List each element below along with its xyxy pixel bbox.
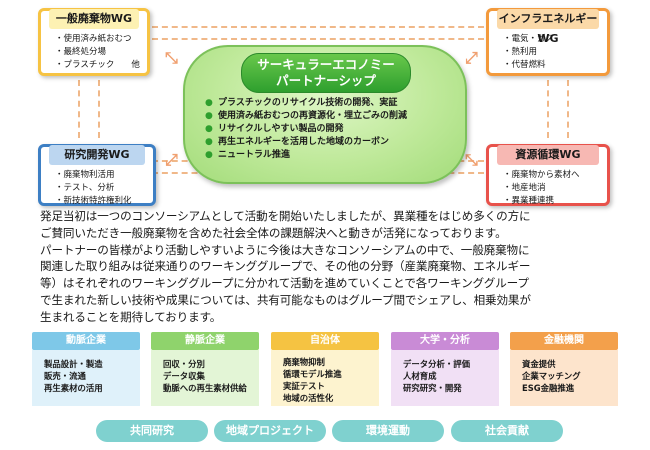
pill-environmental-movement: 環境運動 bbox=[332, 420, 444, 442]
category-university-head: 大学・分析 bbox=[391, 332, 499, 350]
arrow-diagonal-icon: ⤡ bbox=[165, 48, 178, 67]
list-item: ESG金融推進 bbox=[522, 383, 575, 393]
category-venous: 静脈企業 回収・分別 データ収集 動脈への再生素材供給 bbox=[151, 332, 259, 406]
list-item: 廃棄物から素材へ bbox=[503, 169, 580, 182]
list-item: 人材育成 bbox=[403, 371, 437, 381]
category-finance-head: 金融機関 bbox=[510, 332, 618, 350]
wg-resource-circulation-list: 廃棄物から素材へ 地産地消 異業種連携 bbox=[503, 169, 580, 208]
connector-left-1 bbox=[78, 80, 80, 138]
wg-general-waste-title: 一般廃棄物WG bbox=[49, 9, 139, 29]
paragraph-line: 生まれることを期待しております。 bbox=[40, 309, 222, 324]
partnership-title-banner: サーキュラーエコノミー パートナーシップ bbox=[241, 53, 411, 93]
list-item: 販売・流通 bbox=[44, 371, 86, 381]
paragraph-line: 関連した取り組みは従来通りのワーキンググループで、その他の分野（産業廃棄物、エネ… bbox=[40, 259, 531, 274]
paragraph-line: ご賛同いただき一般廃棄物を含めた社会全体の課題解決へと動きが活発になっております… bbox=[40, 225, 507, 240]
partnership-items: プラスチックのリサイクル技術の開発、実証 使用済み紙おむつの再資源化・埋立ごみの… bbox=[205, 97, 445, 162]
list-item: 地産地消 bbox=[503, 182, 580, 195]
list-item: 代替燃料 bbox=[503, 59, 554, 72]
connector-right-2 bbox=[567, 80, 569, 138]
list-item: 使用済み紙おむつ bbox=[55, 33, 140, 46]
partnership-center: サーキュラーエコノミー パートナーシップ プラスチックのリサイクル技術の開発、実… bbox=[183, 45, 467, 184]
category-municipality-body: 廃棄物抑制 循環モデル推進 実証テスト 地域の活性化 bbox=[271, 350, 379, 406]
list-item: 廃棄物抑制 bbox=[283, 357, 325, 367]
category-finance-body: 資金提供 企業マッチング ESG金融推進 bbox=[510, 350, 618, 406]
list-item: 新技術特許権利化 bbox=[55, 195, 132, 208]
list-item: 循環モデル推進 bbox=[283, 369, 342, 379]
wg-rnd-list: 廃棄物利活用 テスト、分析 新技術特許権利化 bbox=[55, 169, 132, 208]
list-item: プラスチック 他 bbox=[55, 59, 140, 72]
pill-joint-research: 共同研究 bbox=[96, 420, 208, 442]
arrow-diagonal-icon: ⤢ bbox=[465, 48, 478, 67]
list-item: プラスチックのリサイクル技術の開発、実証 bbox=[205, 97, 445, 110]
wg-rnd: 研究開発WG 廃棄物利活用 テスト、分析 新技術特許権利化 bbox=[38, 144, 156, 206]
wg-general-waste-list: 使用済み紙おむつ 最終処分場 プラスチック 他 bbox=[55, 33, 140, 72]
category-venous-head: 静脈企業 bbox=[151, 332, 259, 350]
category-arterial: 動脈企業 製品設計・製造 販売・流通 再生素材の活用 bbox=[32, 332, 140, 406]
wg-resource-circulation-title: 資源循環WG bbox=[497, 145, 599, 165]
category-venous-body: 回収・分別 データ収集 動脈への再生素材供給 bbox=[151, 350, 259, 406]
arrow-diagonal-icon: ⤡ bbox=[465, 150, 478, 169]
list-item: テスト、分析 bbox=[55, 182, 132, 195]
list-item: 地域の活性化 bbox=[283, 393, 334, 403]
wg-resource-circulation: 資源循環WG 廃棄物から素材へ 地産地消 異業種連携 bbox=[486, 144, 610, 206]
list-item: 実証テスト bbox=[283, 381, 325, 391]
list-item: 廃棄物利活用 bbox=[55, 169, 132, 182]
wg-rnd-title: 研究開発WG bbox=[49, 145, 145, 165]
list-item: 製品設計・製造 bbox=[44, 359, 103, 369]
description-paragraph: 発足当初は一つのコンソーシアムとして活動を開始いたしましたが、異業種をはじめ多く… bbox=[40, 208, 640, 326]
partnership-title-line2: パートナーシップ bbox=[276, 73, 376, 88]
category-finance: 金融機関 資金提供 企業マッチング ESG金融推進 bbox=[510, 332, 618, 406]
category-municipality-head: 自治体 bbox=[271, 332, 379, 350]
wg-infra-energy-title: インフラエネルギーWG bbox=[497, 9, 599, 45]
list-item: 資金提供 bbox=[522, 359, 556, 369]
list-item: 最終処分場 bbox=[55, 46, 140, 59]
paragraph-line: 発足当初は一つのコンソーシアムとして活動を開始いたしましたが、異業種をはじめ多く… bbox=[40, 209, 531, 223]
category-university: 大学・分析 データ分析・評価 人材育成 研究研究・開発 bbox=[391, 332, 499, 406]
wg-infra-energy-list: 電気・ガス 熱利用 代替燃料 bbox=[503, 33, 555, 72]
category-arterial-body: 製品設計・製造 販売・流通 再生素材の活用 bbox=[32, 350, 140, 406]
paragraph-line: パートナーの皆様がより活動しやすいように今後は大きなコンソーシアムの中で、一般廃… bbox=[40, 242, 530, 257]
pill-regional-project: 地域プロジェクト bbox=[214, 420, 326, 442]
category-municipality: 自治体 廃棄物抑制 循環モデル推進 実証テスト 地域の活性化 bbox=[271, 332, 379, 406]
list-item: 動脈への再生素材供給 bbox=[163, 383, 247, 393]
connector-top-1 bbox=[152, 26, 484, 28]
list-item: データ分析・評価 bbox=[403, 359, 470, 369]
list-item: 熱利用 bbox=[503, 46, 554, 59]
wg-infra-energy: インフラエネルギーWG 電気・ガス 熱利用 代替燃料 bbox=[486, 8, 610, 76]
list-item: 企業マッチング bbox=[522, 371, 581, 381]
list-item: 異業種連携 bbox=[503, 195, 580, 208]
arrow-diagonal-icon: ⤢ bbox=[165, 150, 178, 169]
list-item: 研究研究・開発 bbox=[403, 383, 462, 393]
list-item: 再生素材の活用 bbox=[44, 383, 103, 393]
list-item: ニュートラル推進 bbox=[205, 149, 445, 162]
list-item: 電気・ガス bbox=[503, 33, 555, 46]
connector-right-1 bbox=[547, 80, 549, 138]
partnership-title-line1: サーキュラーエコノミー bbox=[257, 57, 395, 72]
connector-top-2 bbox=[152, 38, 484, 40]
list-item: 使用済み紙おむつの再資源化・埋立ごみの削減 bbox=[205, 110, 445, 123]
wg-general-waste: 一般廃棄物WG 使用済み紙おむつ 最終処分場 プラスチック 他 bbox=[38, 8, 150, 76]
list-item: リサイクルしやすい製品の開発 bbox=[205, 123, 445, 136]
paragraph-line: で生まれた新しい技術や成果については、共有可能なものはグループ間でシェアし、相乗… bbox=[40, 292, 531, 307]
category-arterial-head: 動脈企業 bbox=[32, 332, 140, 350]
connector-left-2 bbox=[98, 80, 100, 138]
category-university-body: データ分析・評価 人材育成 研究研究・開発 bbox=[391, 350, 499, 406]
paragraph-line: 等）はそれぞれのワーキンググループに分かれて活動を進めていくことで各ワーキンググ… bbox=[40, 276, 529, 291]
list-item: データ収集 bbox=[163, 371, 205, 381]
pill-social-contribution: 社会貢献 bbox=[451, 420, 563, 442]
list-item: 回収・分別 bbox=[163, 359, 205, 369]
list-item: 再生エネルギーを活用した地域のカーボン bbox=[205, 136, 445, 149]
